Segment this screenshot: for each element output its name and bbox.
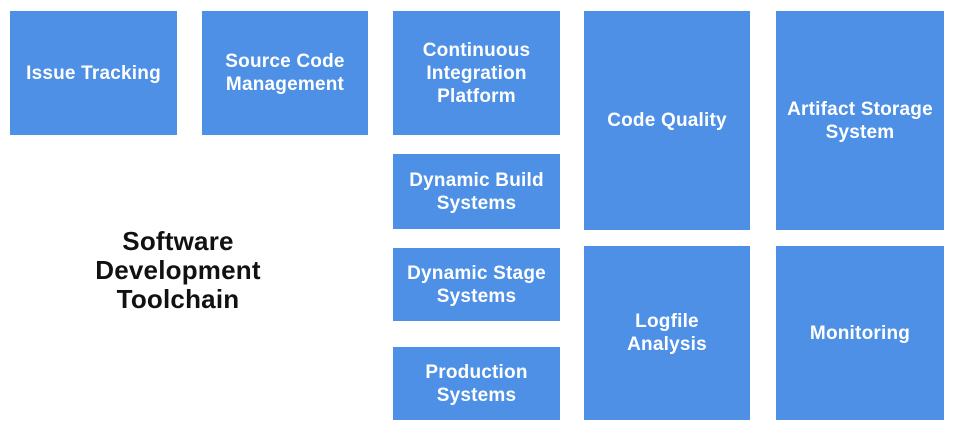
node-production-systems: Production Systems — [393, 347, 560, 420]
node-source-code-management: Source Code Management — [202, 11, 368, 135]
node-continuous-integration-platform: Continuous Integration Platform — [393, 11, 560, 135]
node-artifact-storage-system: Artifact Storage System — [776, 11, 944, 230]
node-dynamic-stage-systems: Dynamic Stage Systems — [393, 248, 560, 321]
node-code-quality: Code Quality — [584, 11, 750, 230]
node-monitoring: Monitoring — [776, 246, 944, 420]
diagram-title: Software Development Toolchain — [95, 226, 261, 314]
node-logfile-analysis: Logfile Analysis — [584, 246, 750, 420]
node-issue-tracking: Issue Tracking — [10, 11, 177, 135]
node-dynamic-build-systems: Dynamic Build Systems — [393, 154, 560, 229]
